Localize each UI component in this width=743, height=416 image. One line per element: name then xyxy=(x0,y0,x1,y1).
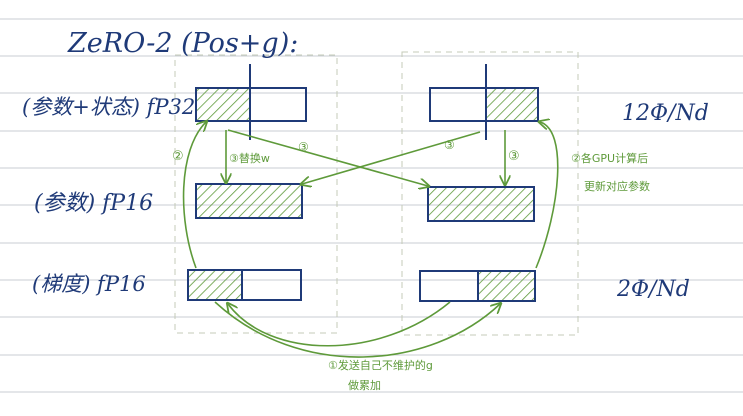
arrow-gpu0-grad-to-fp32 xyxy=(182,122,206,269)
gpu0-region xyxy=(174,54,338,334)
annotation-step1-line1: ①发送自己不维护的g xyxy=(328,358,433,372)
arrow-gpu1-grad-to-gpu0-grad xyxy=(228,302,451,347)
annotation-step3-mid-right: ③ xyxy=(444,138,455,152)
gpu0-grad-fp16-block xyxy=(187,269,302,301)
row-label-grad-fp16: (梯度) fP16 xyxy=(32,272,146,296)
annotation-step1-line2: 做累加 xyxy=(348,378,381,392)
ruled-lines xyxy=(0,18,743,393)
diagram-title: ZeRO-2 (Pos+g): xyxy=(67,28,298,59)
memory-label-top: 12Φ/Nd xyxy=(622,101,709,126)
annotation-step2-left: ② xyxy=(172,149,184,164)
gpu1-grad-fp16-block xyxy=(419,270,536,302)
gpu0-param-fp16-block xyxy=(195,183,303,219)
arrow-gpu0-to-gpu1-param xyxy=(227,129,428,186)
annotation-step2-right-line1: ②各GPU计算后 xyxy=(571,151,648,165)
annotation-step3-mid-left: ③ xyxy=(298,140,309,154)
row-label-fp32: (参数+状态) fP32 xyxy=(22,95,195,119)
flow-arrows xyxy=(182,122,559,358)
arrow-gpu1-grad-to-fp32 xyxy=(535,122,559,269)
row-label-param-fp16: (参数) fP16 xyxy=(34,191,153,216)
gpu1-param-fp16-block xyxy=(427,186,535,222)
memory-label-bottom: 2Φ/Nd xyxy=(616,277,690,302)
gpu1-region xyxy=(401,51,579,336)
gpu1-fp32-block xyxy=(429,64,539,140)
annotation-step2-right-line2: 更新对应参数 xyxy=(584,179,650,193)
annotation-step3-right: ③ xyxy=(508,149,520,164)
annotation-step3-center: ③替换w xyxy=(229,151,270,165)
arrow-gpu1-to-gpu0-param xyxy=(302,131,481,184)
arrow-gpu0-grad-to-gpu1-grad xyxy=(214,302,500,358)
gpu0-fp32-block xyxy=(195,64,307,140)
